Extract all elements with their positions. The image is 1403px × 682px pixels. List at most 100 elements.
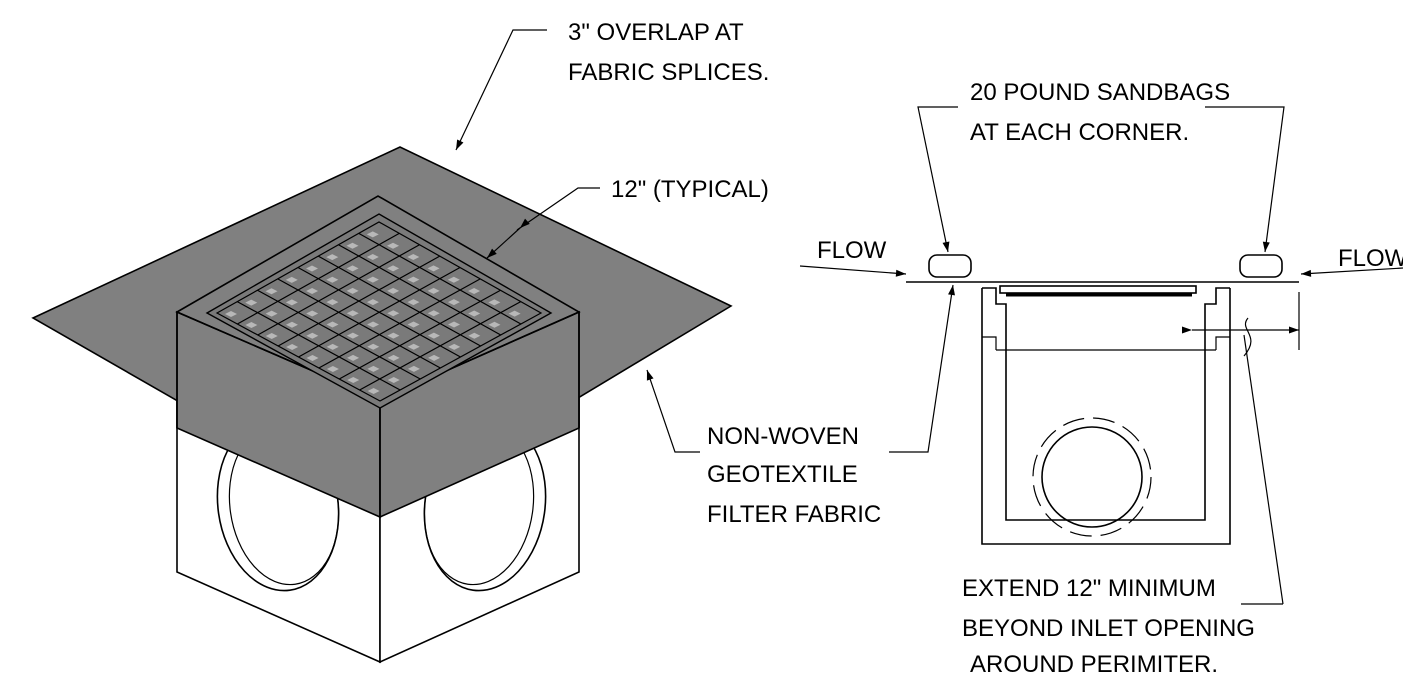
grate-cell [245,299,258,306]
grate-cell [366,276,379,283]
grate-cell [448,343,461,350]
isometric-view: 3" OVERLAP AT FABRIC SPLICES. 12" (TYPIC… [31,19,769,664]
extend-note-line3: AROUND PERIMITER. [970,651,1218,678]
flow-label-left: FLOW [817,237,887,264]
grate-bar [338,244,502,336]
sandbag-leaders [917,106,1285,253]
grate-cell [346,265,359,272]
grate-cell [407,365,420,372]
typical-dimension-note: 12" (TYPICAL) [611,176,769,203]
grate-cell [488,321,501,328]
grate-bar [317,255,481,347]
fabric-note-line2: GEOTEXTILE [707,461,858,488]
grate-cell [367,365,380,372]
grate-cell [265,288,278,295]
grate-cell [387,265,400,272]
grate-cell [366,231,379,238]
extend-note-line1: EXTEND 12" MINIMUM [962,575,1216,602]
grate-cell [387,376,400,383]
grate-cell [366,299,379,306]
grate-bar [338,289,501,380]
section-view: 20 POUND SANDBAGS AT EACH CORNER. FLOW F… [707,79,1403,678]
extend-note-line2: BEYOND INLET OPENING [962,615,1255,642]
grate-cell [346,310,359,317]
grate-cell [265,333,278,339]
grate-cell [245,322,258,328]
grate-bar [358,232,522,325]
grate-cell [346,287,359,294]
sandbag-note-line2: AT EACH CORNER. [970,119,1189,146]
grate-cell [387,287,400,294]
fabric-leader-iso [646,369,700,453]
grate-cell [407,299,420,306]
fabric-note-line1: NON-WOVEN [707,423,859,450]
fabric-leader-section [889,284,955,453]
inlet-grate [205,213,553,409]
grate-cell [326,321,339,328]
overlap-leader [455,29,547,151]
grate-cell [326,276,339,283]
grate-cell [448,321,461,328]
sandbag-right [1239,254,1283,278]
grate-cell [447,276,460,283]
grate-cell [427,310,440,317]
fabric-note-line3: FILTER FABRIC [707,501,881,528]
pipe-section [1032,417,1152,537]
grate-cell [407,254,420,261]
inlet-structure-section [981,285,1231,545]
grate-cell [306,265,318,272]
grate-cell [347,377,360,383]
grate-cell [468,288,481,295]
overlap-note-line2: FABRIC SPLICES. [568,59,769,86]
grate-cell [286,344,299,350]
grate-bars [225,231,522,394]
flow-arrow-right [1300,267,1403,277]
grate-cell [326,299,339,306]
grate-cell [468,310,481,317]
grate-cell [265,310,278,317]
grate-cell [387,310,400,317]
grate-cell [306,355,319,361]
grate-cell [508,310,521,317]
grate-cell [326,343,339,350]
grate-cell [326,254,339,261]
grate-bar [318,278,481,369]
flow-arrow-left [799,265,907,277]
sandbag-left [928,254,972,278]
grate-cell [306,288,319,295]
grate-cell [407,343,420,350]
grate-bar [359,301,522,391]
grate-cell [387,332,400,339]
grate-cell [346,242,359,249]
grate-cell [366,254,379,261]
grate-cell [306,332,319,339]
grate-cell [285,299,298,306]
grate-cell [285,321,298,328]
sandbag-note-line1: 20 POUND SANDBAGS [970,79,1230,106]
grate-cell [387,354,400,361]
grate-cell [285,276,298,283]
grate-cell [407,276,420,283]
grate-cell [428,354,441,361]
grate-cell [367,388,380,394]
grate-cell [427,332,440,339]
grate-cell [427,287,440,294]
grate-cell [225,311,237,317]
grate-cell [427,265,440,272]
grate-cell [447,299,460,306]
grate-cell [407,321,420,328]
grate-cell [367,321,380,328]
grate-cell [346,332,359,339]
grate-bar [297,266,461,358]
extension-dimension [1182,292,1300,605]
grate-cell [326,366,339,372]
typical-dimension-leader [486,187,600,259]
grate-cell [468,332,481,339]
overlap-note-line1: 3" OVERLAP AT [568,19,744,46]
grate-cell [306,310,319,317]
flow-label-right: FLOW [1338,245,1403,272]
grate-cell [347,354,360,361]
grate-cell [367,343,380,350]
grate-cell [387,242,400,249]
